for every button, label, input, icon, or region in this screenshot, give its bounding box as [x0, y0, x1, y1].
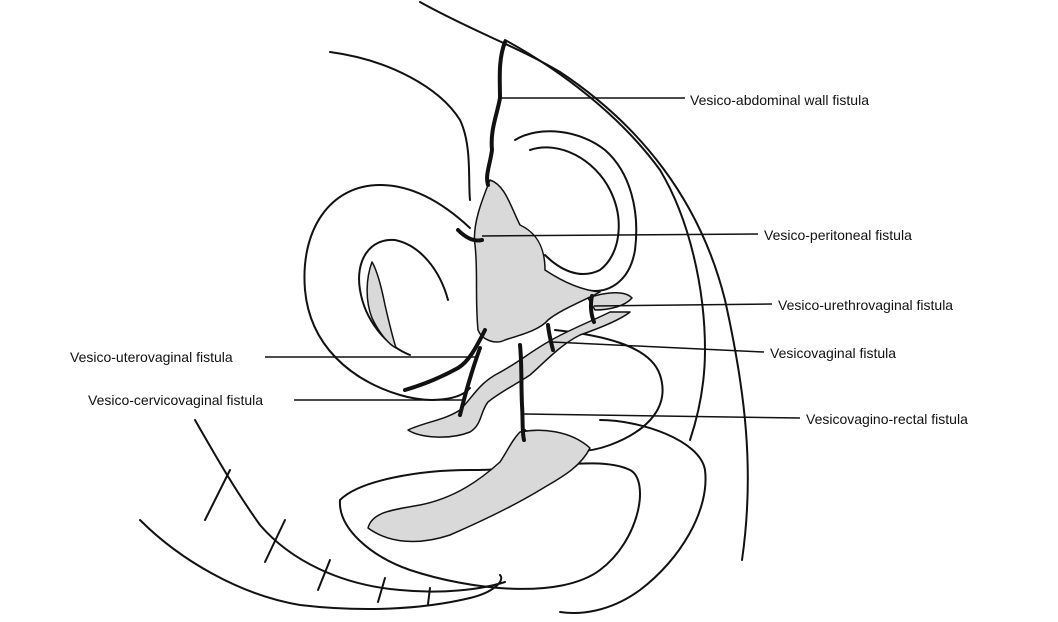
- rectum-outline: [338, 462, 641, 590]
- fistula-tract-vesicovagino-rectal: [518, 343, 526, 442]
- leader-vesico-urethrovaginal: [593, 303, 773, 307]
- sacrum-outline: [139, 519, 503, 611]
- vaginal-canal-fill: [407, 311, 631, 438]
- vertebra-line-1: [204, 469, 231, 521]
- peritoneum-outline: [329, 51, 471, 201]
- vertebra-line-2: [264, 519, 286, 563]
- bladder-wall-outline: [514, 130, 638, 292]
- fistula-tract-uterovaginal: [403, 328, 487, 392]
- vertebra-line-3: [317, 559, 331, 591]
- leader-vesico-peritoneal: [481, 233, 759, 237]
- pelvic-floor-outline: [559, 419, 707, 614]
- inner-abdominal-wall-outline: [504, 39, 706, 441]
- rectal-lumen-fill: [367, 429, 591, 543]
- label-vesico-urethrovaginal-fistula: Vesico-urethrovaginal fistula: [778, 297, 953, 313]
- fistula-tract-abdominal-wall: [485, 40, 507, 187]
- uterine-cavity-fill: [366, 261, 397, 349]
- abdominal-wall-outline: [419, 1, 749, 561]
- bladder-fill: [473, 179, 601, 343]
- uterus-outline: [303, 184, 471, 401]
- fistula-tract-cervicovaginal: [458, 346, 482, 417]
- vertebra-line-5: [427, 587, 431, 605]
- fistula-tract-urethrovaginal: [588, 294, 596, 324]
- label-vesico-peritoneal-fistula: Vesico-peritoneal fistula: [764, 227, 912, 243]
- bladder-inner-outline: [529, 146, 620, 275]
- leader-vesicovagino-rectal: [523, 413, 801, 419]
- vertebra-line-4: [377, 577, 386, 603]
- fistula-tract-vesicovaginal: [546, 323, 555, 352]
- coccyx-outline: [194, 419, 506, 593]
- label-vesicovaginal-fistula: Vesicovaginal fistula: [770, 345, 896, 361]
- label-vesicovagino-rectal-fistula: Vesicovagino-rectal fistula: [806, 411, 968, 427]
- label-vesico-cervicovaginal-fistula: Vesico-cervicovaginal fistula: [88, 392, 263, 408]
- urethra-fill: [587, 292, 633, 311]
- label-vesico-uterovaginal-fistula: Vesico-uterovaginal fistula: [70, 349, 233, 365]
- leader-vesicovaginal: [551, 341, 765, 353]
- fistula-tract-peritoneal: [456, 228, 484, 243]
- label-vesico-abdominal-wall-fistula: Vesico-abdominal wall fistula: [690, 92, 869, 108]
- uterine-cavity-outline: [358, 238, 449, 356]
